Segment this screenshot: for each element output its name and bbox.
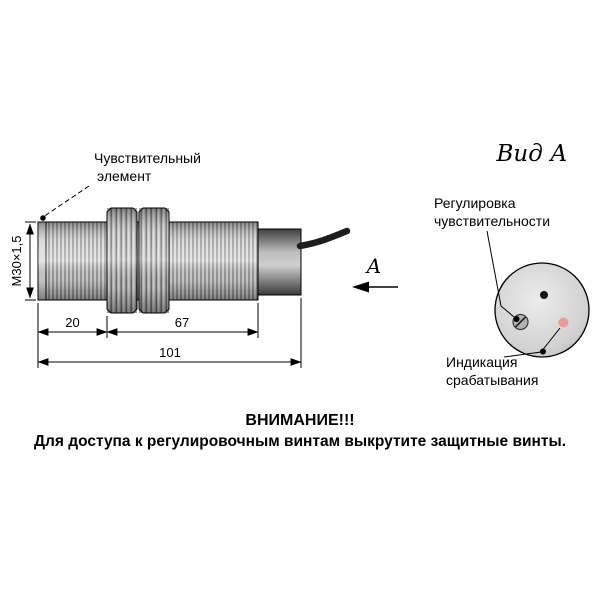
view-arrow-label: А [364, 254, 381, 278]
linear-dimensions: 20 67 101 [37, 298, 302, 368]
dimension-67-label: 67 [175, 315, 189, 330]
sensitive-element-leader [42, 185, 90, 218]
rear-view-circle [494, 262, 590, 358]
rear-housing [257, 228, 302, 296]
warning-block: ВНИМАНИЕ!!! Для доступа к регулировочным… [34, 412, 566, 450]
view-arrow-head [352, 281, 369, 293]
indication-label-line1: Индикация [446, 354, 517, 370]
indicator-led [558, 317, 569, 328]
adjustment-screw [512, 313, 529, 331]
view-direction-arrow: А [352, 254, 398, 293]
rear-view-a: Вид А Регулировка чувствительности Индик… [434, 141, 590, 388]
adjustment-label-line2: чувствительности [434, 213, 550, 229]
dimension-101-label: 101 [159, 345, 181, 360]
dimension-20: 20 [37, 315, 108, 336]
indication-label-line2: срабатывания [446, 372, 538, 388]
sensor-side-view [37, 207, 351, 314]
dimension-67: 67 [106, 315, 259, 336]
warning-title: ВНИМАНИЕ!!! [245, 412, 354, 429]
mounting-nuts [106, 207, 170, 314]
dimension-20-label: 20 [65, 315, 79, 330]
protective-screw-dot [540, 291, 548, 299]
sensitive-element-leader-dot [40, 215, 46, 221]
adjustment-callout: Регулировка чувствительности [434, 195, 550, 322]
indication-callout: Индикация срабатывания [446, 327, 561, 388]
thread-dimension: M30×1,5 [9, 221, 36, 301]
indication-leader-dot [540, 348, 546, 355]
view-a-title: Вид А [495, 141, 567, 167]
thread-dimension-label: M30×1,5 [9, 236, 24, 287]
adjustment-label-line1: Регулировка [434, 195, 516, 211]
adjustment-leader [486, 230, 515, 318]
warning-text: Для доступа к регулировочным винтам выкр… [34, 433, 566, 450]
adjustment-leader-dot [513, 316, 520, 322]
sensitive-element-label-line2: элемент [97, 168, 152, 184]
dimension-101: 101 [37, 345, 302, 366]
cable [296, 227, 351, 250]
sensitive-element-callout: Чувствительный элемент [40, 150, 201, 221]
sensitive-element-label-line1: Чувствительный [94, 150, 201, 166]
